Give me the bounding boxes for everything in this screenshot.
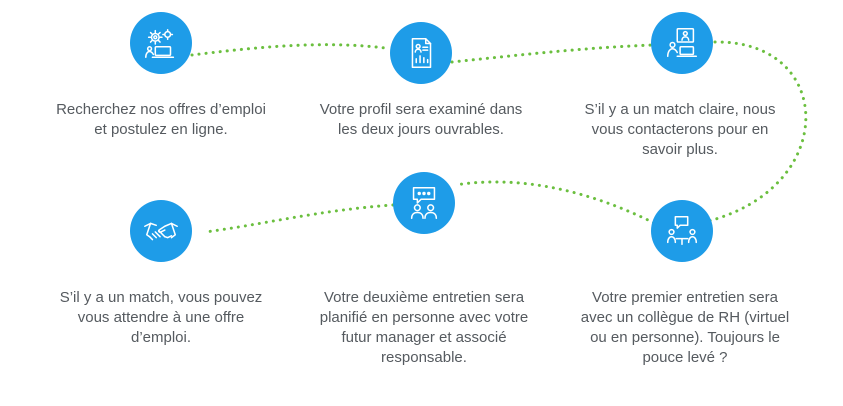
step-6-text: S’il y a un match, vous pouvez vous atte… [59, 289, 263, 346]
meeting-conversation-icon [651, 200, 713, 262]
video-call-laptop-icon [651, 12, 713, 74]
profile-document-icon [390, 22, 452, 84]
connector-5-6 [203, 203, 395, 234]
step-5-text: Votre deuxième entretien sera planifié e… [319, 289, 529, 366]
step-3-text: S’il y a un match claire, nous vous cont… [584, 101, 776, 158]
step-2-text: Votre profil sera examiné dans les deux … [319, 101, 523, 138]
step-1-text: Recherchez nos offres d’emploi et postul… [56, 101, 266, 138]
connector-4-5 [453, 180, 662, 228]
chat-people-icon [393, 172, 455, 234]
connector-3-4 [688, 40, 808, 227]
connector-1-2 [190, 43, 387, 57]
connector-2-3 [450, 43, 654, 64]
step-4-text: Votre premier entretien sera avec un col… [580, 289, 790, 366]
gears-laptop-icon [130, 12, 192, 74]
handshake-icon [130, 200, 192, 262]
